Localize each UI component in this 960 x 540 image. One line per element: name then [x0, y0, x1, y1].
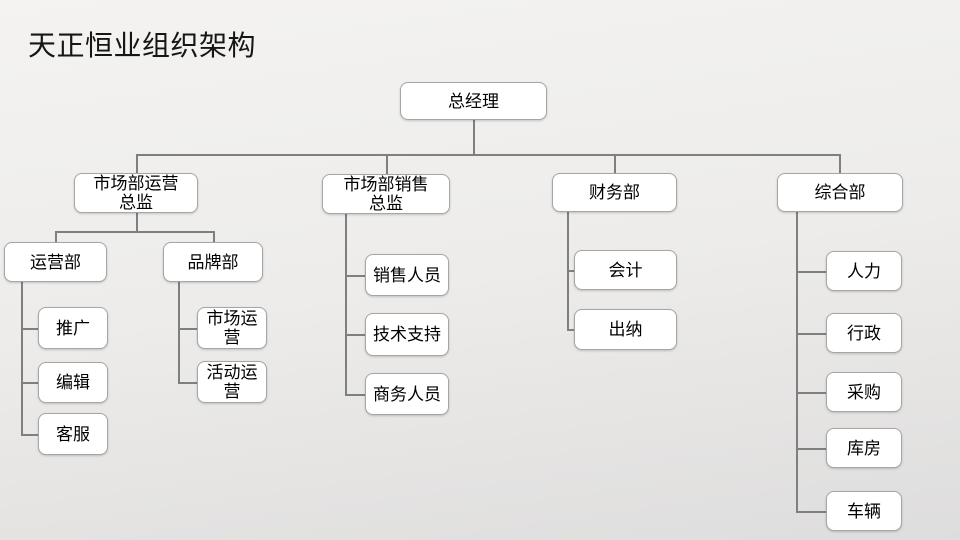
node-ceo: 总经理	[400, 82, 547, 120]
connector-level2-rail	[136, 154, 840, 156]
connector-drop-mkt-ops	[136, 154, 138, 173]
node-marketing-ops-director: 市场部运营 总监	[74, 173, 198, 213]
node-activity-operations: 活动运 营	[197, 361, 267, 403]
node-accounting: 会计	[574, 250, 677, 290]
node-warehouse: 库房	[826, 428, 902, 468]
node-editing: 编辑	[38, 362, 108, 403]
connector-stub-service	[21, 434, 38, 436]
node-market-operations: 市场运 营	[197, 307, 267, 349]
node-vehicles: 车辆	[826, 491, 902, 531]
connector-ops-spine	[21, 282, 23, 434]
connector-stub-promotion	[21, 328, 38, 330]
connector-stub-marketops	[178, 328, 197, 330]
connector-stub-activity	[178, 382, 197, 384]
connector-stub-cashier	[567, 329, 574, 331]
node-tech-support: 技术支持	[365, 313, 449, 356]
connector-stub-salesstaff	[345, 275, 365, 277]
connector-drop-finance	[614, 154, 616, 173]
connector-stub-vehicles	[796, 511, 826, 513]
connector-stub-warehouse	[796, 448, 826, 450]
connector-stub-admin	[796, 333, 826, 335]
node-business-staff: 商务人员	[365, 373, 449, 415]
node-customer-service: 客服	[38, 413, 108, 455]
slide-title: 天正恒业组织架构	[28, 30, 257, 61]
node-finance-dept: 财务部	[552, 173, 677, 212]
connector-drop-general	[839, 154, 841, 173]
connector-stub-bizstaff	[345, 394, 365, 396]
node-promotion: 推广	[38, 307, 108, 349]
connector-drop-mkt-sales	[386, 154, 388, 174]
node-brand-dept: 品牌部	[163, 242, 263, 282]
node-general-dept: 综合部	[777, 173, 903, 212]
node-administration: 行政	[826, 313, 902, 353]
connector-mktops-rail	[55, 231, 213, 233]
connector-stub-techsupport	[345, 334, 365, 336]
connector-sales-spine	[345, 214, 347, 394]
node-sales-staff: 销售人员	[365, 254, 449, 296]
connector-stub-editing	[21, 382, 38, 384]
connector-stub-hr	[796, 271, 826, 273]
connector-drop-brand	[213, 231, 215, 242]
node-operations-dept: 运营部	[4, 242, 107, 282]
connector-general-spine	[796, 212, 798, 511]
connector-ceo-drop	[473, 120, 475, 155]
connector-stub-accounting	[567, 270, 574, 272]
node-purchasing: 采购	[826, 372, 902, 412]
connector-drop-ops	[55, 231, 57, 242]
connector-stub-purchasing	[796, 392, 826, 394]
node-cashier: 出纳	[574, 309, 677, 350]
connector-mktops-drop	[136, 213, 138, 231]
node-hr: 人力	[826, 251, 902, 291]
connector-brand-spine	[178, 282, 180, 382]
node-marketing-sales-director: 市场部销售 总监	[322, 174, 450, 214]
